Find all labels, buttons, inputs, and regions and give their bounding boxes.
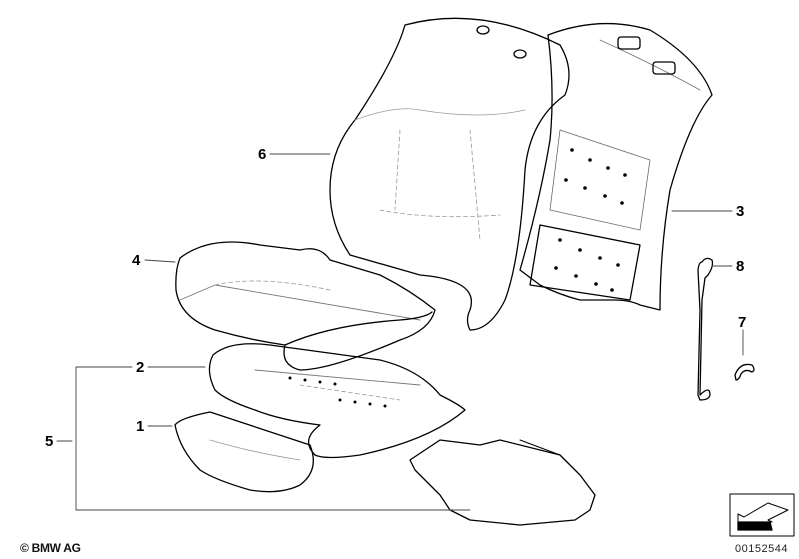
- reference-number: 00152544: [735, 543, 788, 555]
- part-4-seat-cover[interactable]: [175, 241, 436, 371]
- callout-4[interactable]: 4: [132, 252, 141, 269]
- part-8-wire-hook[interactable]: [697, 257, 714, 401]
- part-7-clip[interactable]: [734, 363, 755, 381]
- callout-1[interactable]: 1: [136, 418, 145, 435]
- callout-6[interactable]: 6: [258, 146, 267, 163]
- callout-3[interactable]: 3: [736, 203, 745, 220]
- part-2-seat-foam[interactable]: [208, 343, 466, 459]
- part-6-backrest-cover[interactable]: [329, 17, 570, 331]
- callout-7[interactable]: 7: [738, 314, 747, 331]
- part-3-backrest-rear[interactable]: [519, 22, 713, 311]
- arrow-left-down-icon: [729, 493, 795, 537]
- seat-base-plate[interactable]: [409, 439, 596, 526]
- copyright-text: © BMW AG: [20, 541, 81, 555]
- callout-8[interactable]: 8: [736, 258, 745, 275]
- callout-2[interactable]: 2: [136, 359, 145, 376]
- leader-lines: [56, 153, 744, 511]
- callout-5[interactable]: 5: [45, 433, 54, 450]
- part-1-thigh-support[interactable]: [174, 411, 314, 493]
